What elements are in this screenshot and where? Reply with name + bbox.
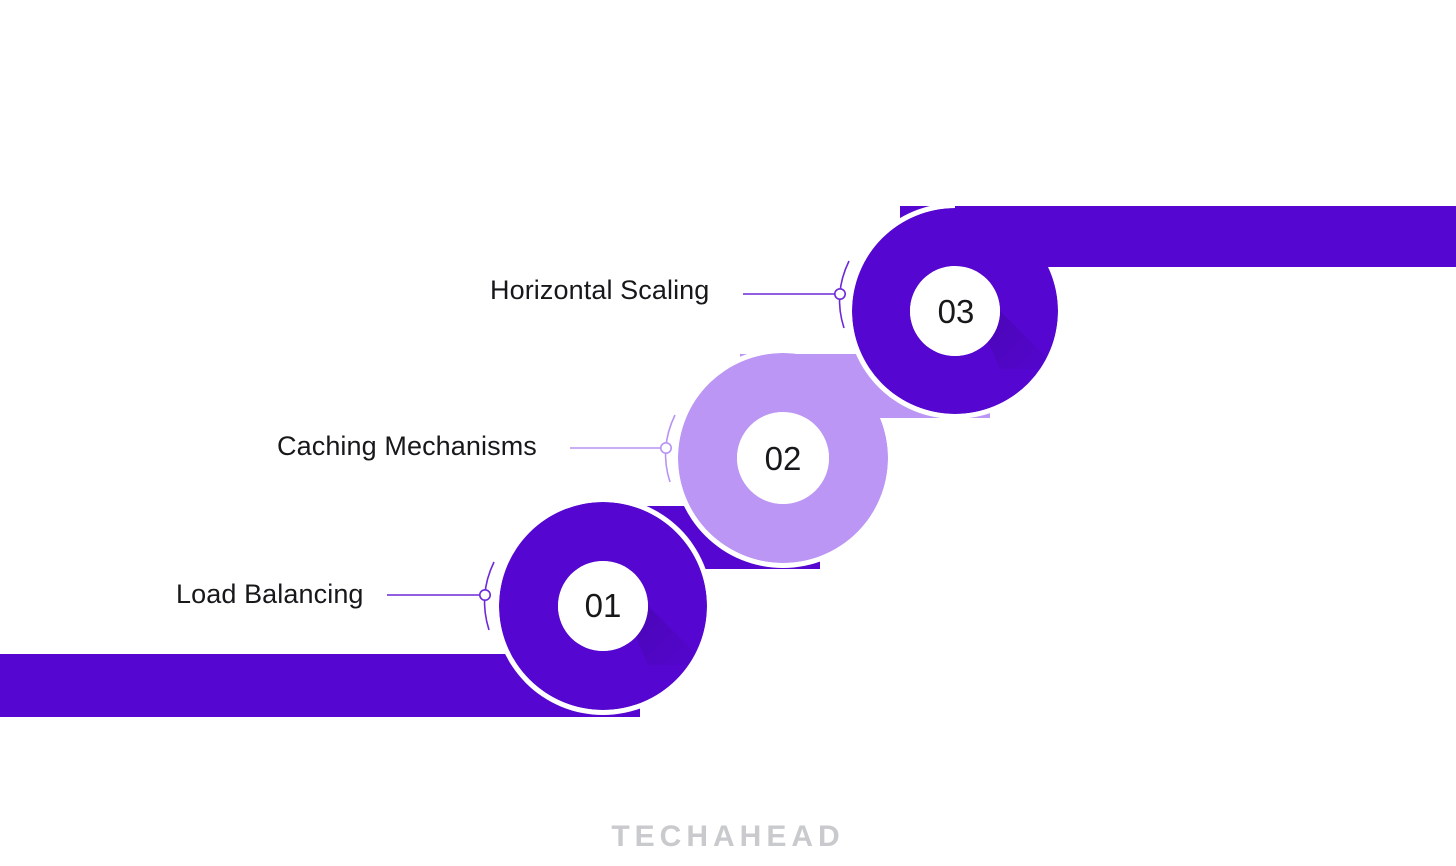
step-1-inner-disc — [558, 561, 648, 651]
watermark-logo: TECHAHEAD — [611, 820, 845, 853]
connector-2-node-icon — [659, 441, 672, 454]
step-2-number: 02 — [764, 440, 802, 477]
step-3-label: Horizontal Scaling — [490, 275, 710, 305]
connector-3-node-icon — [833, 287, 846, 300]
step-1-number: 01 — [584, 587, 622, 624]
step-3-number: 03 — [937, 293, 975, 330]
step-3-inner-disc — [910, 266, 1000, 356]
step-3-shape — [847, 203, 1456, 419]
connector-1 — [387, 561, 495, 631]
connector-3 — [743, 260, 850, 329]
step-2-inner-disc — [737, 412, 829, 504]
step-1-label: Load Balancing — [176, 579, 364, 609]
step-2-shape — [673, 348, 990, 568]
connector-2 — [570, 414, 676, 483]
step-2-label: Caching Mechanisms — [277, 431, 537, 461]
connector-1-node-icon — [478, 588, 491, 601]
step-1-shape — [0, 497, 820, 717]
